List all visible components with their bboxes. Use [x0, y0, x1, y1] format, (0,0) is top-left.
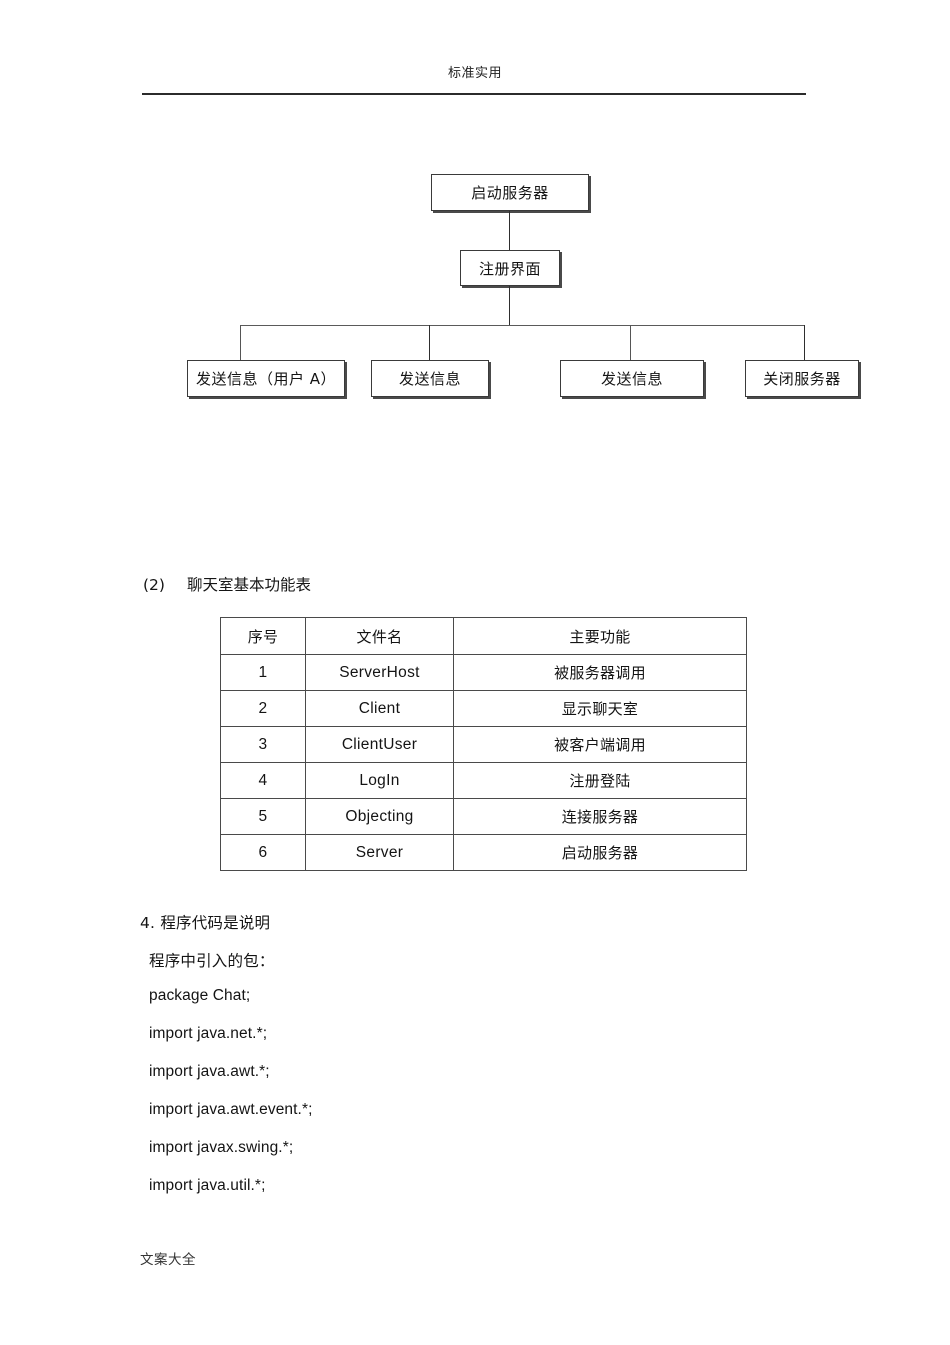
- code-line-import-swing: import javax.swing.*;: [149, 1139, 294, 1156]
- flow-node-register-ui: 注册界面: [460, 250, 560, 286]
- section-caption: (2) 聊天室基本功能表: [143, 573, 311, 595]
- flow-bus-line: [240, 325, 805, 326]
- code-line-import-net: import java.net.*;: [149, 1025, 268, 1042]
- flow-node-close-server: 关闭服务器: [745, 360, 859, 397]
- table-row: 3 ClientUser 被客户端调用: [220, 726, 747, 763]
- code-line-import-util: import java.util.*;: [149, 1177, 266, 1194]
- cell-function: 注册登陆: [453, 762, 747, 799]
- cell-file: LogIn: [305, 762, 454, 799]
- flow-node-send-msg-2: 发送信息: [371, 360, 489, 397]
- flow-node-send-msg-3: 发送信息: [560, 360, 704, 397]
- flowchart-diagram: 启动服务器 注册界面 发送信息（用户 A） 发送信息 发送信息 关闭服务器: [0, 0, 950, 420]
- code-section-heading: 4. 程序代码是说明: [140, 914, 271, 932]
- cell-function: 被客户端调用: [453, 726, 747, 763]
- flow-drop-2: [429, 325, 430, 360]
- cell-file: ClientUser: [305, 726, 454, 763]
- cell-function: 连接服务器: [453, 798, 747, 835]
- flow-drop-3: [630, 325, 631, 360]
- table-row: 1 ServerHost 被服务器调用: [220, 654, 747, 691]
- table-row: 5 Objecting 连接服务器: [220, 798, 747, 835]
- header-divider: [142, 93, 806, 95]
- cell-function: 被服务器调用: [453, 654, 747, 691]
- code-section-subheading: 程序中引入的包：: [149, 952, 275, 970]
- table-row: 6 Server 启动服务器: [220, 834, 747, 871]
- cell-index: 2: [220, 690, 306, 727]
- cell-index: 5: [220, 798, 306, 835]
- table-header-function: 主要功能: [453, 617, 747, 655]
- cell-function: 显示聊天室: [453, 690, 747, 727]
- section-number: (2): [143, 576, 165, 594]
- cell-index: 1: [220, 654, 306, 691]
- cell-index: 3: [220, 726, 306, 763]
- section-title: 聊天室基本功能表: [187, 576, 312, 594]
- document-footer: 文案大全: [140, 1252, 196, 1268]
- flow-node-send-user-a: 发送信息（用户 A）: [187, 360, 345, 397]
- cell-file: Server: [305, 834, 454, 871]
- code-line-import-awt: import java.awt.*;: [149, 1063, 270, 1080]
- document-header: 标准实用: [447, 66, 502, 81]
- table-header-file: 文件名: [305, 617, 454, 655]
- cell-function: 启动服务器: [453, 834, 747, 871]
- table-header-row: 序号 文件名 主要功能: [220, 617, 747, 655]
- code-line-import-awt-event: import java.awt.event.*;: [149, 1101, 313, 1118]
- flow-connector-register-to-bus: [509, 286, 510, 325]
- cell-index: 4: [220, 762, 306, 799]
- cell-file: Objecting: [305, 798, 454, 835]
- code-line-package: package Chat;: [149, 987, 251, 1004]
- cell-index: 6: [220, 834, 306, 871]
- cell-file: Client: [305, 690, 454, 727]
- flow-drop-1: [240, 325, 241, 360]
- flow-drop-4: [804, 325, 805, 360]
- table-header-index: 序号: [220, 617, 306, 655]
- cell-file: ServerHost: [305, 654, 454, 691]
- flow-connector-start-to-register: [509, 211, 510, 250]
- flow-node-start-server: 启动服务器: [431, 174, 589, 211]
- function-table: 序号 文件名 主要功能 1 ServerHost 被服务器调用 2 Client…: [220, 617, 747, 871]
- table-row: 2 Client 显示聊天室: [220, 690, 747, 727]
- table-row: 4 LogIn 注册登陆: [220, 762, 747, 799]
